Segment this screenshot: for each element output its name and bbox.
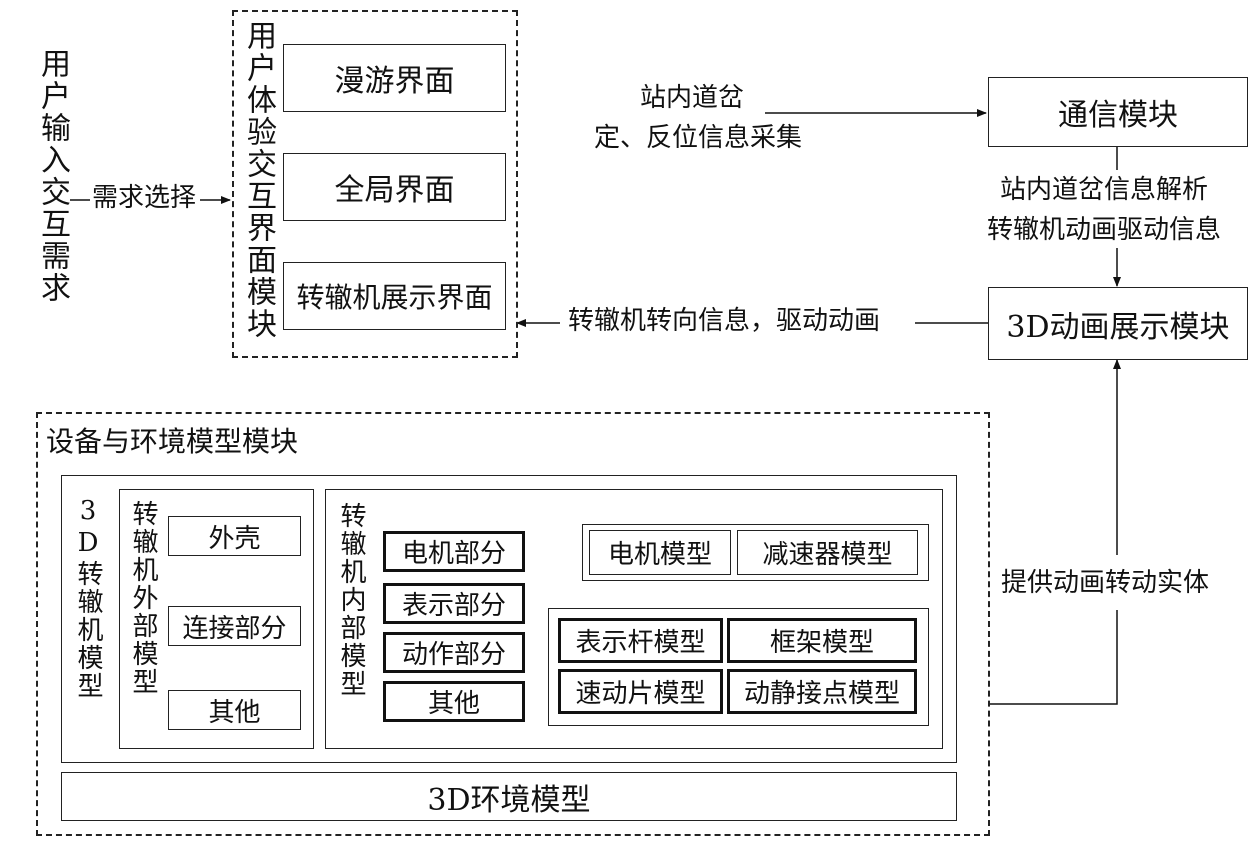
external-model-title: 转辙机外部模型 <box>128 500 158 696</box>
external-connection-box: 连接部分 <box>168 606 301 646</box>
internal-model-title: 转辙机内部模型 <box>336 502 366 698</box>
reducer-model-box: 减速器模型 <box>737 530 918 575</box>
parse-label-line1: 站内道岔信息解析 <box>1000 175 1209 205</box>
arrow-env-to-animation <box>990 610 1118 705</box>
env-module-frame <box>36 412 990 836</box>
indication-rod-model-box: 表示杆模型 <box>558 618 723 663</box>
external-shell-box: 外壳 <box>168 516 301 556</box>
machine-model-title: 3D转辙机模型 <box>73 496 103 700</box>
action-part-box: 动作部分 <box>383 632 525 673</box>
user-input-label: 用户输入交互需求 <box>35 48 70 304</box>
collect-label-line1: 站内道岔 <box>640 83 745 113</box>
global-screen-box: 全局界面 <box>283 153 506 221</box>
env-module-title: 设备与环境模型模块 <box>46 425 299 458</box>
indication-part-box: 表示部分 <box>383 583 525 624</box>
collect-label-line2: 定、反位信息采集 <box>594 123 803 153</box>
motor-part-box: 电机部分 <box>383 531 525 572</box>
machine-display-screen-box: 转辙机展示界面 <box>283 262 506 330</box>
communication-module-box: 通信模块 <box>988 77 1248 147</box>
roam-screen-box: 漫游界面 <box>283 44 506 112</box>
external-other-box: 其他 <box>168 690 301 730</box>
quick-action-plate-model-box: 速动片模型 <box>558 669 723 714</box>
animation-module-box: 3D动画展示模块 <box>988 287 1248 360</box>
environment-model-box: 3D环境模型 <box>61 772 957 821</box>
ux-module-frame <box>232 10 518 358</box>
parse-label-line2: 转辙机动画驱动信息 <box>987 215 1222 245</box>
frame-model-box: 框架模型 <box>727 618 917 663</box>
provide-entity-label: 提供动画转动实体 <box>1001 567 1210 600</box>
turn-info-label: 转辙机转向信息，驱动动画 <box>568 306 881 336</box>
motor-model-box: 电机模型 <box>589 530 731 575</box>
internal-other-box: 其他 <box>383 681 525 722</box>
need-selection-label: 需求选择 <box>92 183 197 213</box>
ux-module-title: 用户体验交互界面模块 <box>241 20 276 340</box>
contact-model-box: 动静接点模型 <box>727 669 917 714</box>
